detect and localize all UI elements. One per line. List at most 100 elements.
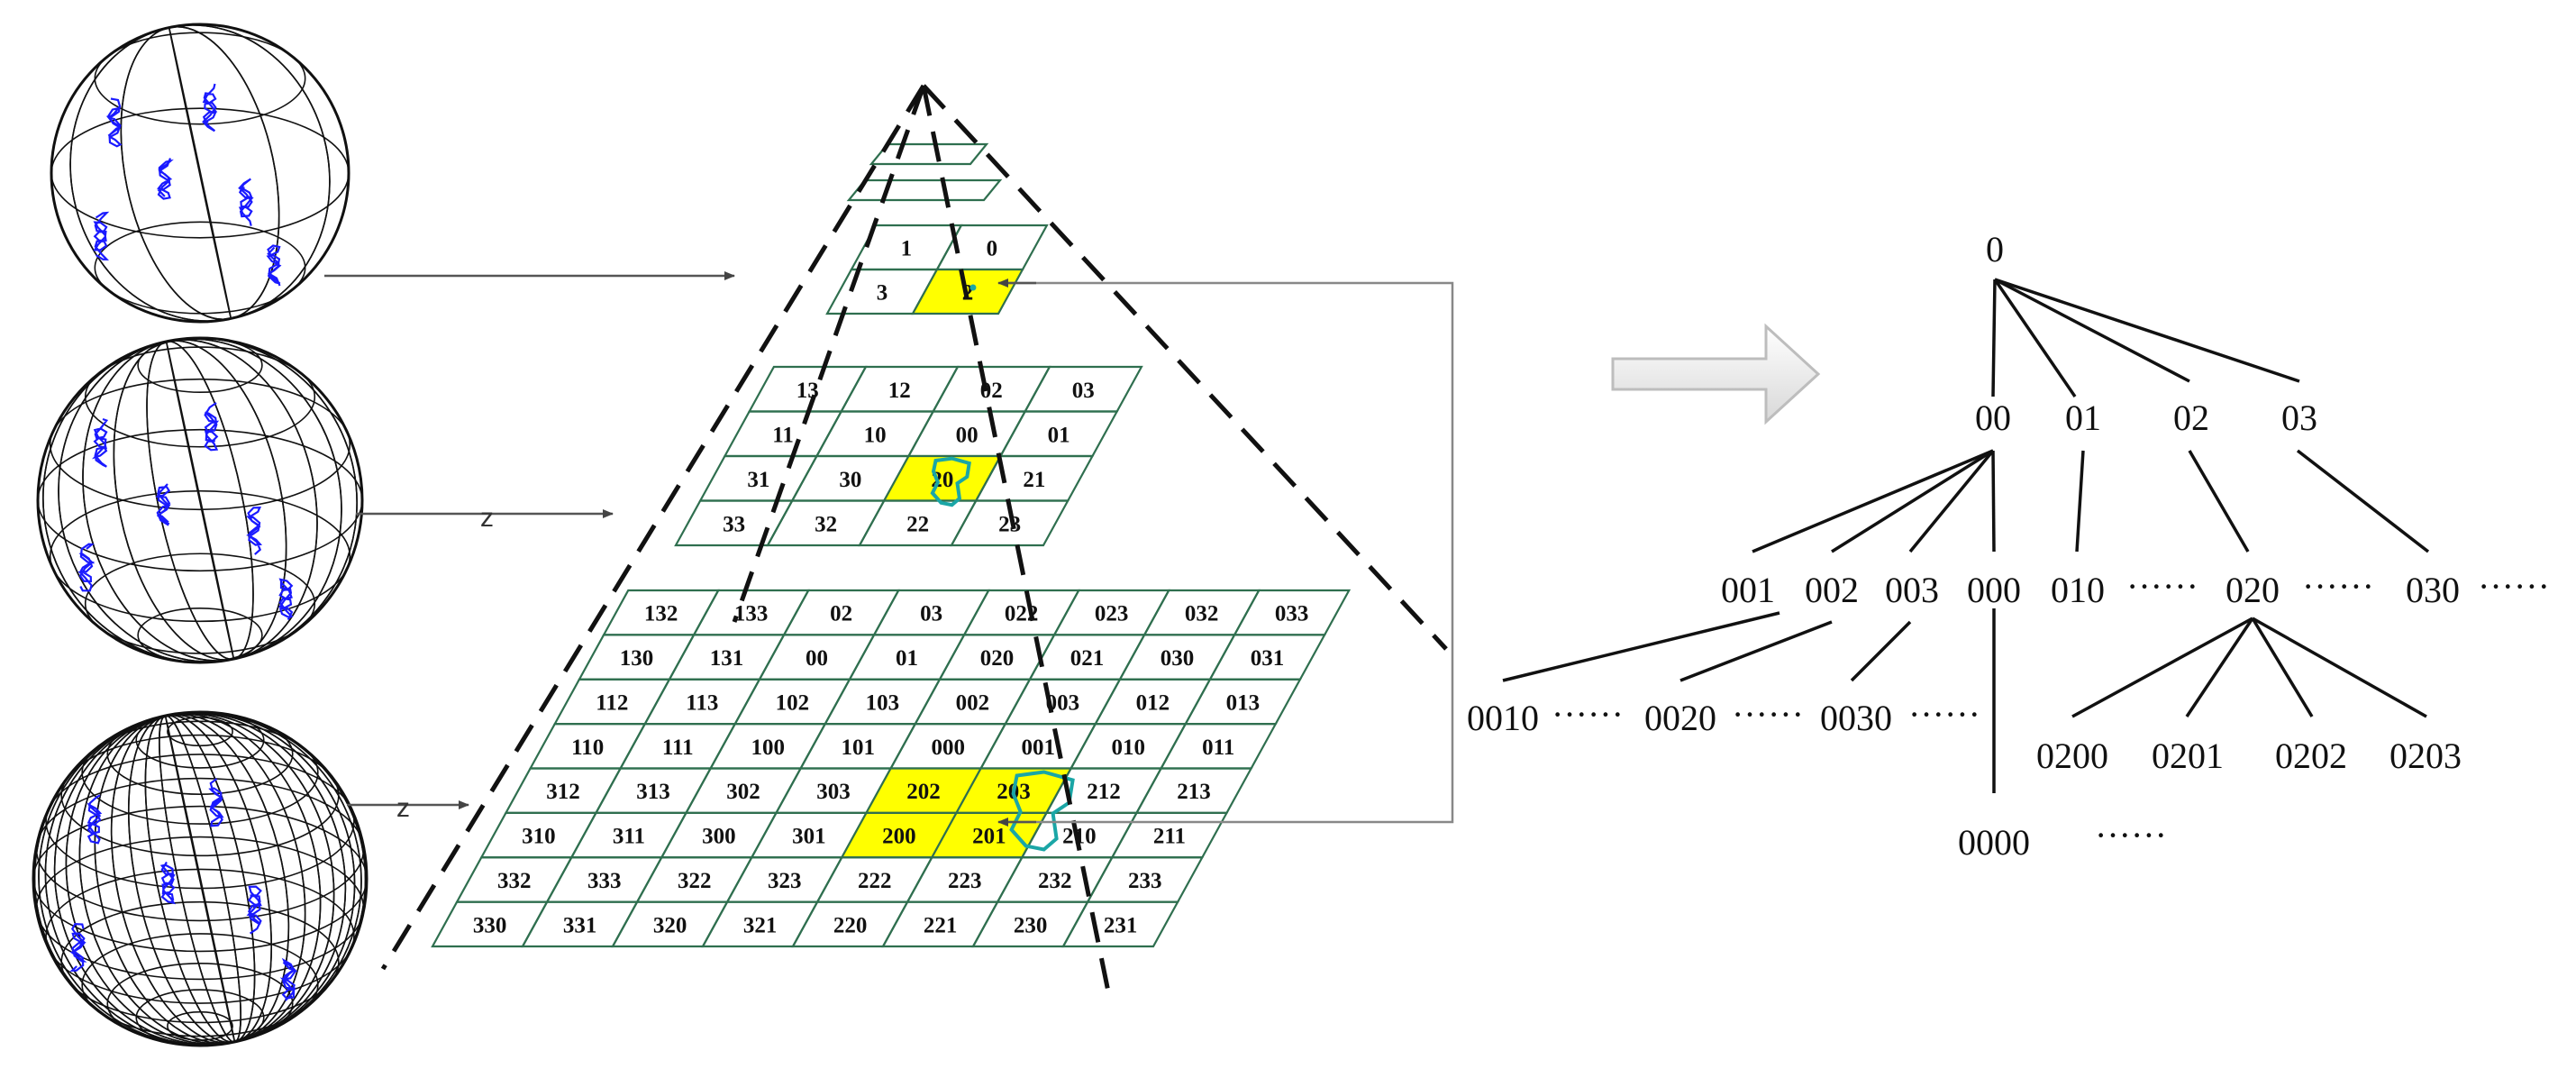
grid-cell-label: 132	[644, 602, 678, 626]
grid-cell-label: 221	[924, 913, 958, 937]
grid-cell-label: 201	[972, 825, 1006, 849]
tree-ellipsis: ······	[2126, 566, 2198, 607]
grid-cell-label: 031	[1251, 646, 1285, 671]
z-label-2: z	[396, 793, 410, 823]
grid-cell-label: 033	[1275, 602, 1309, 626]
grid-cell-label: 310	[522, 825, 556, 849]
grid-cell-label: 331	[563, 913, 597, 937]
tree-node-0000: 0000	[1958, 822, 2030, 863]
grid-cell-label: 322	[678, 869, 712, 893]
tree-node-020: 020	[2226, 570, 2280, 610]
tree-node-0010: 0010	[1467, 698, 1539, 738]
grid-cell-label: 323	[768, 869, 802, 893]
grid-cell-label: 030	[1161, 646, 1195, 671]
tree-node-0203: 0203	[2389, 736, 2462, 776]
pyramid-edge-inner-left	[732, 85, 926, 623]
grid-cell-label: 220	[833, 913, 868, 937]
grid-cell	[950, 499, 1070, 547]
grid-cell-label: 00	[956, 423, 979, 447]
grid-cell-label: 30	[839, 468, 861, 492]
grid-cell-label: 200	[882, 825, 916, 849]
globes-group	[32, 23, 369, 1047]
grid-cell-label: 22	[906, 512, 929, 536]
grid-cell-label: 211	[1153, 825, 1186, 849]
grid-cell-label: 213	[1177, 780, 1211, 804]
quadtree: 0 00 01 02 03 001 002 003 000 010 ······…	[1467, 229, 2550, 863]
grid-cell-label: 1	[901, 237, 913, 261]
grid-cell-label: 032	[1185, 602, 1219, 626]
globe-fine	[32, 710, 369, 1047]
grid-cell-label: 131	[710, 646, 744, 671]
globe-to-level-arrows: z z	[324, 271, 735, 823]
grid-cell-label: 202	[906, 780, 941, 804]
grid-cell-label: 102	[776, 690, 810, 715]
grid-cell-label: 011	[1202, 736, 1234, 760]
grid-cell-label: 02	[830, 602, 852, 626]
grid-cell-label: 31	[747, 468, 769, 492]
pyramid-edge-right	[922, 84, 1448, 651]
tree-node-0200: 0200	[2036, 736, 2108, 776]
grid-cell-label: 222	[858, 869, 892, 893]
grid-cell-label: 113	[686, 690, 718, 715]
grid-cell-label: 33	[723, 512, 745, 536]
grid-cell-label: 230	[1014, 913, 1048, 937]
grid-cell-label: 0	[987, 237, 998, 261]
grid-cell-label: 013	[1226, 690, 1261, 715]
grid-cell-label: 00	[806, 646, 828, 671]
grid-cell-label: 233	[1128, 869, 1162, 893]
tree-node-000: 000	[1967, 570, 2021, 610]
z-label-1: z	[480, 503, 494, 533]
tree-ellipsis: ······	[2478, 566, 2550, 607]
tree-node-0020: 0020	[1644, 698, 1716, 738]
grid-cell-label: 03	[920, 602, 942, 626]
region-outline	[1009, 770, 1075, 852]
grid-cell-label: 021	[1070, 646, 1105, 671]
pyramid-dashed-edges	[380, 84, 1448, 1001]
grid-cell-label: 100	[751, 736, 785, 760]
tree-ellipsis: ······	[2095, 815, 2167, 855]
grid-cell-label: 03	[1072, 379, 1095, 403]
tree-node-002: 002	[1805, 570, 1859, 610]
grid-cell-label: 000	[931, 736, 965, 760]
grid-cell-label: 212	[1087, 780, 1121, 804]
grid-cell-label: 232	[1038, 869, 1072, 893]
grid-cell-label: 21	[1023, 468, 1045, 492]
grid-cell-label: 3	[877, 281, 888, 306]
tree-ellipsis: ······	[2302, 566, 2374, 607]
grid-cell-label: 01	[896, 646, 918, 671]
tree-node-010: 010	[2051, 570, 2105, 610]
grid-cell-label: 300	[702, 825, 736, 849]
tree-node-02: 02	[2173, 397, 2209, 438]
grid-cell-label: 111	[662, 736, 694, 760]
pyramid-upper-planes	[846, 142, 1003, 202]
grid-cell-label: 312	[546, 780, 580, 804]
grid-cell-label: 002	[956, 690, 990, 715]
grid-cell-label: 303	[816, 780, 851, 804]
grid-cell-label: 10	[864, 423, 887, 447]
grid-cell-label: 301	[792, 825, 826, 849]
grid-cell-label: 13	[796, 379, 819, 403]
grid-cell-label: 103	[866, 690, 900, 715]
tree-node-003: 003	[1885, 570, 1939, 610]
tree-node-0202: 0202	[2275, 736, 2347, 776]
grid-cell-label: 11	[772, 423, 794, 447]
grid-cell-label: 302	[726, 780, 760, 804]
grid-cell	[1061, 900, 1180, 948]
grid-cell-label: 320	[653, 913, 687, 937]
grid-cell-label: 321	[743, 913, 778, 937]
region-outline	[930, 456, 971, 507]
tree-node-00: 00	[1975, 397, 2011, 438]
feedback-arrow	[997, 279, 1454, 827]
grid-cell-label: 01	[1048, 423, 1070, 447]
grid-cell-label: 332	[497, 869, 532, 893]
grid-cell-label: 311	[613, 825, 645, 849]
grid-cell-label: 330	[473, 913, 507, 937]
tree-node-030: 030	[2406, 570, 2460, 610]
grid-cell-label: 32	[815, 512, 837, 536]
tree-node-03: 03	[2281, 397, 2317, 438]
grid-cell-label: 101	[841, 736, 875, 760]
